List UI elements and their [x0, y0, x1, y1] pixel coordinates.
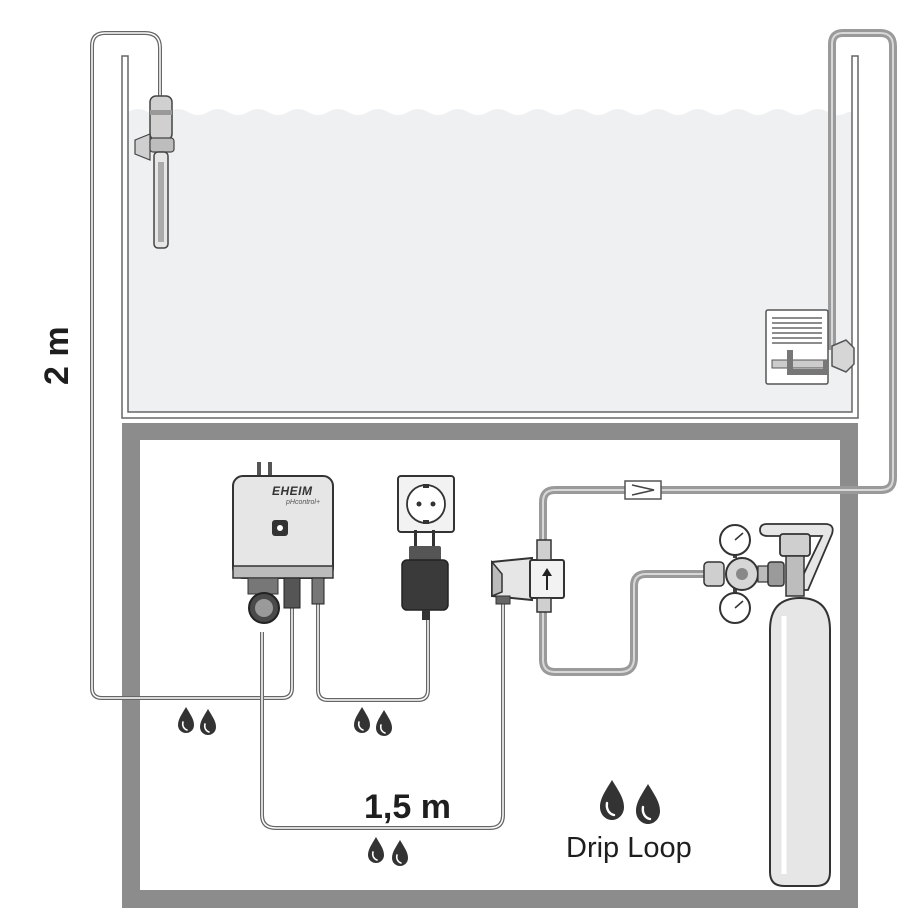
aquarium: [121, 55, 859, 419]
ph-controller-icon: [232, 462, 334, 624]
ph-electrode-icon: [134, 95, 175, 249]
aquarium-glass: [121, 55, 859, 419]
aquarium-height-label: 2 m: [38, 326, 76, 385]
controller-brand: EHEIM: [272, 484, 313, 498]
co2-diffuser-icon: [765, 309, 855, 385]
check-valve-icon: [624, 480, 662, 500]
pressure-regulator-icon: [703, 524, 785, 624]
power-cable: [316, 600, 430, 702]
controller-model: pHcontrol+: [286, 499, 321, 506]
wall-socket-icon: [397, 475, 455, 533]
cable-length-label: 1,5 m: [364, 788, 451, 826]
co2-cylinder-icon: [759, 523, 834, 887]
power-adapter-icon: [401, 530, 449, 620]
drip-loop-label: Drip Loop: [566, 832, 692, 864]
solenoid-valve-icon: [491, 539, 565, 613]
water: [128, 109, 852, 412]
